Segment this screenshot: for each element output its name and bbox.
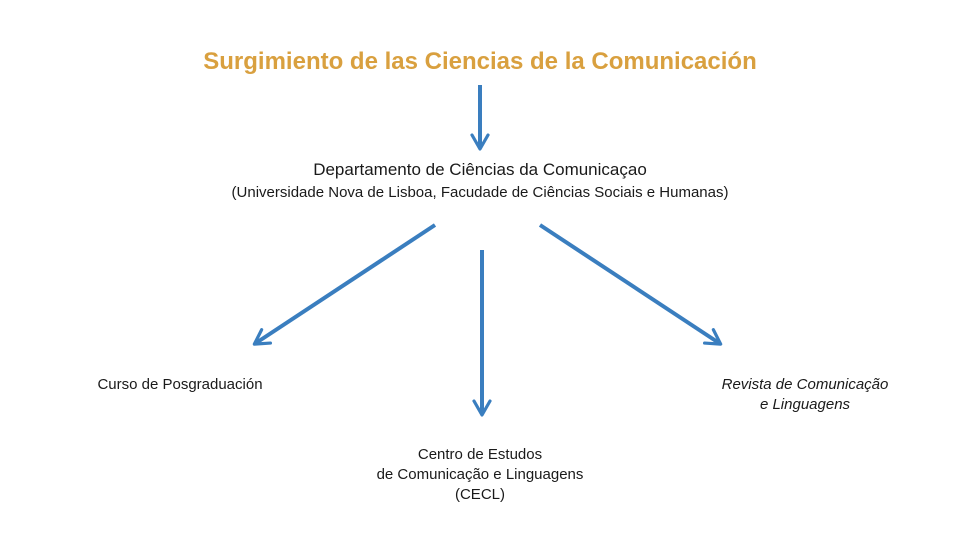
centro-label-line3: (CECL) [454, 486, 505, 503]
centro-label-line1: Centro de Estudos [417, 446, 543, 463]
arrow-department-to-curso [252, 223, 437, 346]
department-name: Departamento de Ciências da Comunicaçao [313, 160, 647, 179]
centro-node: Centro de Estudos de Comunicação e Lingu… [330, 445, 630, 505]
diagram-title: Surgimiento de las Ciencias de la Comuni… [203, 48, 757, 75]
revista-label-line1: Revista de Comunicação [721, 376, 889, 393]
revista-label-line2: e Linguagens [759, 396, 851, 413]
arrow-department-to-revista [538, 223, 723, 346]
centro-label-line2: de Comunicação e Linguagens [376, 466, 584, 483]
department-node: Departamento de Ciências da Comunicaçao … [0, 160, 960, 201]
revista-node: Revista de Comunicação e Linguagens [680, 375, 930, 415]
curso-label: Curso de Posgraduación [97, 376, 263, 393]
curso-node: Curso de Posgraduación [60, 375, 300, 395]
department-subtitle: (Universidade Nova de Lisboa, Facudade d… [231, 184, 729, 201]
